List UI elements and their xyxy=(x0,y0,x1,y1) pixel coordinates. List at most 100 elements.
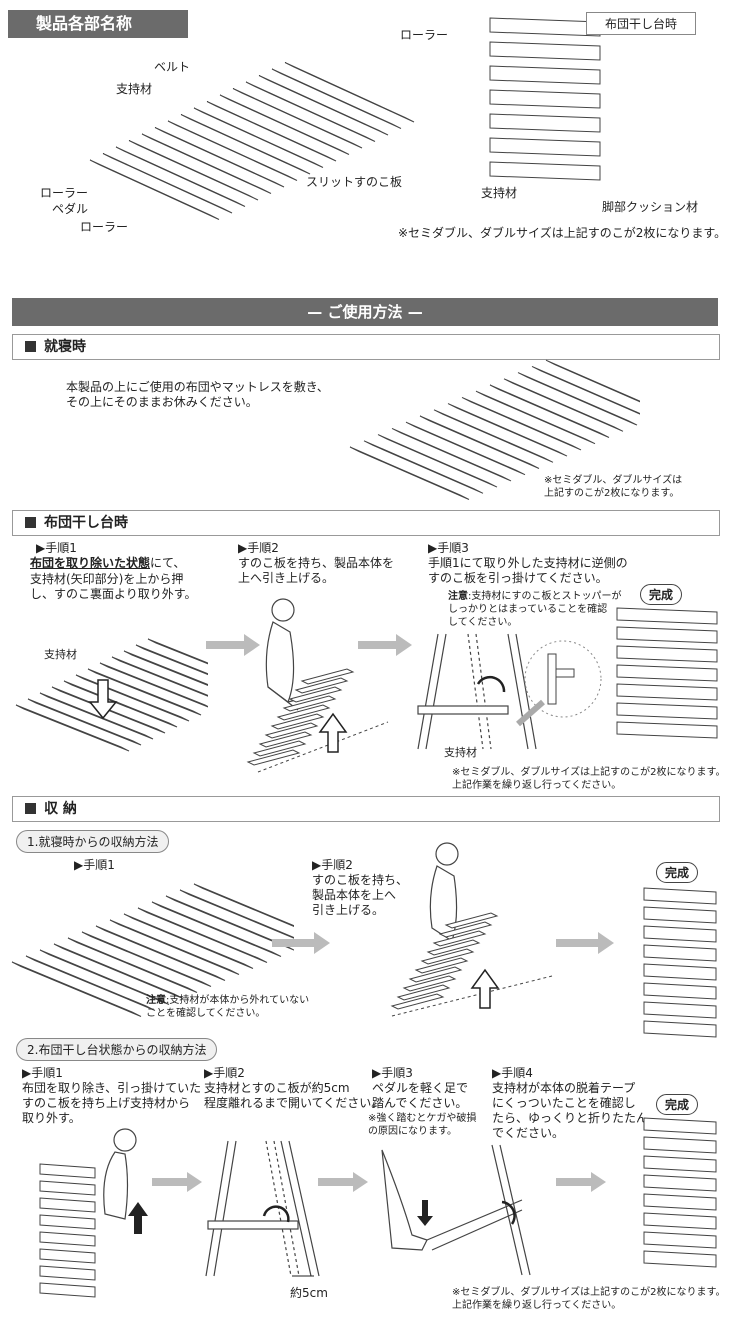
slat xyxy=(489,161,601,181)
slat xyxy=(616,645,718,663)
slat xyxy=(39,1282,96,1298)
slat xyxy=(432,930,487,947)
slat-slit xyxy=(188,905,273,942)
slat xyxy=(616,721,718,739)
right-arrow-icon xyxy=(556,1172,606,1192)
slat-slit xyxy=(132,929,217,966)
slat xyxy=(643,1117,717,1135)
slat xyxy=(616,664,718,682)
slat-slit xyxy=(104,941,189,978)
slat-slit xyxy=(398,443,477,479)
futon-step1-text1: にて、 xyxy=(150,556,186,570)
down-arrow-icon xyxy=(88,679,118,720)
slat xyxy=(643,982,717,1000)
slat-slit xyxy=(112,170,197,210)
slat xyxy=(643,887,717,905)
slat xyxy=(643,944,717,962)
slat xyxy=(282,695,337,712)
slat-slit xyxy=(62,959,147,996)
slat-slit xyxy=(370,455,449,491)
storage-s2-step2-text: 支持材とすのこ板が約5cm 程度離れるまで開いてください。 xyxy=(204,1081,384,1110)
futon-heading-bar: 布団干し台時 xyxy=(12,510,720,536)
foot-pedal-illustration xyxy=(381,1144,531,1276)
futon-step1-bold: 布団を取り除いた状態 xyxy=(30,556,151,570)
slat xyxy=(489,17,601,37)
slat-slit xyxy=(174,911,259,948)
storage-note: ※セミダブル、ダブルサイズは上記すのこが2枚になります。 上記作業を繰り返し行っ… xyxy=(452,1287,726,1311)
slat xyxy=(489,41,601,61)
slat xyxy=(643,1155,717,1173)
person-lifting-illustration-2 xyxy=(390,842,553,1017)
futon-note: ※セミダブル、ダブルサイズは上記すのこが2枚になります。 上記作業を繰り返し行っ… xyxy=(452,767,726,791)
person-carrying-illustration xyxy=(39,1128,148,1298)
slat xyxy=(616,626,718,644)
slat-slit xyxy=(47,706,122,738)
slat-slit xyxy=(242,105,327,145)
slat xyxy=(39,1163,96,1179)
storage-heading: 収 納 xyxy=(44,801,77,817)
slat-slit xyxy=(146,923,231,960)
sleep-note: ※セミダブル、ダブルサイズは 上記すのこが2枚になります。 xyxy=(544,475,683,499)
usage-title-bar: — ご使用方法 — xyxy=(12,298,718,326)
slat-slit xyxy=(83,688,158,720)
slat xyxy=(414,957,469,974)
slat-slit xyxy=(552,375,631,410)
storage-heading-bar: 収 納 xyxy=(12,796,720,822)
square-bullet-icon xyxy=(25,517,36,528)
parts-title-bar: 製品各部名称 xyxy=(8,10,188,38)
stand-open-illustration xyxy=(205,1140,320,1277)
slat xyxy=(643,1136,717,1154)
slat-slit xyxy=(138,157,223,197)
slat xyxy=(643,1212,717,1230)
slat xyxy=(288,686,343,703)
slat-slit xyxy=(125,163,210,203)
slat-slit xyxy=(538,381,617,417)
slat-slit xyxy=(35,712,110,744)
slat xyxy=(420,948,475,965)
folded-stand-illustration-top xyxy=(489,17,601,181)
slat-slit xyxy=(202,899,287,936)
gap-label: 約5cm xyxy=(290,1286,328,1300)
slat xyxy=(444,912,499,929)
slat-slit xyxy=(203,124,288,164)
storage-s2-step1-title: ▶手順1 xyxy=(22,1066,63,1080)
slat xyxy=(193,883,294,927)
slat-slit xyxy=(229,111,314,151)
storage-s1-caution-text: :支持材が本体から外れていない ことを確認してください。 xyxy=(146,995,310,1019)
slat xyxy=(246,749,301,766)
label-pedal: ペダル xyxy=(52,202,89,216)
flat-slat-illustration-storage1 xyxy=(11,883,294,1017)
slat-slit xyxy=(482,406,561,441)
slat xyxy=(264,722,319,739)
slat xyxy=(276,704,331,721)
up-arrow-icon xyxy=(470,968,500,1009)
slat-slit xyxy=(426,431,505,466)
square-bullet-icon xyxy=(25,803,36,814)
stand-assembly-illustration xyxy=(417,633,602,750)
storage-s2-step3-text: ペダルを軽く足で 踏んでください。 xyxy=(372,1081,469,1110)
slat-slit xyxy=(76,953,161,990)
slat xyxy=(39,1214,96,1230)
slat xyxy=(489,65,601,85)
folded-stack-illustration-2 xyxy=(643,1117,717,1268)
slat xyxy=(402,975,457,992)
slat-slit xyxy=(190,131,275,171)
slat-slit xyxy=(131,664,206,696)
slat-slit xyxy=(281,85,366,125)
right-arrow-icon xyxy=(206,634,260,656)
slat xyxy=(426,939,481,956)
slat xyxy=(390,993,445,1010)
futon-step2-text: すのこ板を持ち、製品本体を 上へ引き上げる。 xyxy=(238,556,395,585)
slat xyxy=(643,1250,717,1268)
slat xyxy=(39,1265,96,1281)
sleep-text: 本製品の上にご使用の布団やマットレスを敷き、 その上にそのままお休みください。 xyxy=(66,380,329,409)
slat xyxy=(616,683,718,701)
slat xyxy=(643,1231,717,1249)
futon-step3-title: ▶手順3 xyxy=(428,541,469,555)
slat-slit xyxy=(454,418,533,454)
storage-s1-caution: 注意:支持材が本体から外れていない ことを確認してください。 xyxy=(146,994,309,1020)
up-arrow-icon xyxy=(128,1202,148,1234)
slat-slit xyxy=(118,935,203,972)
slat-slit xyxy=(59,700,134,732)
futon-step3-label: 支持材 xyxy=(444,746,477,759)
